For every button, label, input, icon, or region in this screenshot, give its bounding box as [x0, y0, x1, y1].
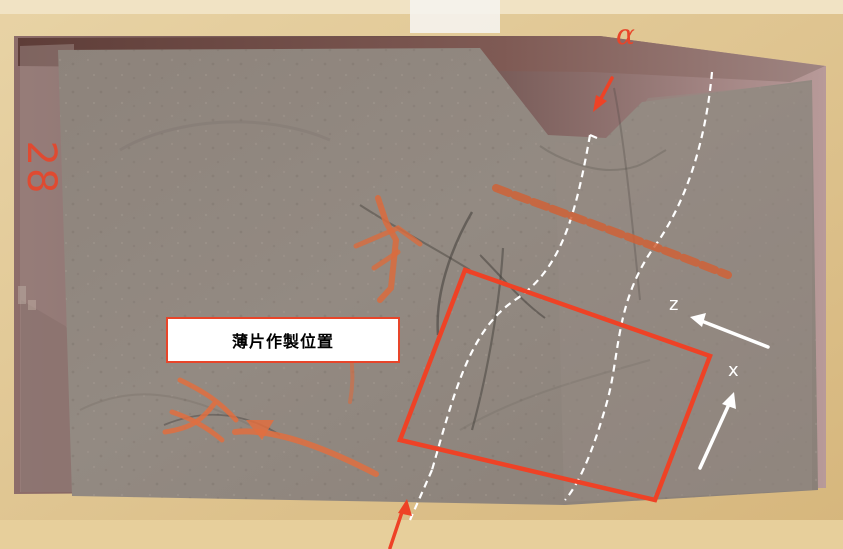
- specimen-marker: 28: [18, 140, 64, 196]
- thin-section-position-label: 薄片作製位置: [166, 317, 400, 363]
- alpha-label: α: [616, 18, 635, 51]
- x-axis-label: x: [728, 360, 739, 381]
- z-axis-label: z: [669, 294, 679, 315]
